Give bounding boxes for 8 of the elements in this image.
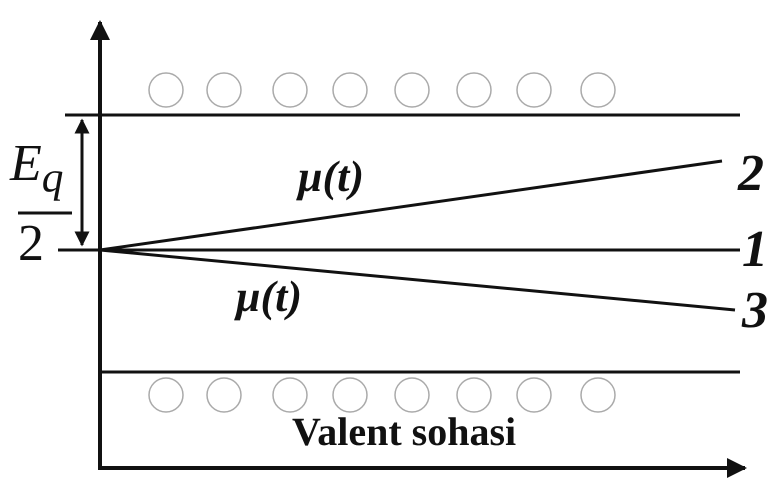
line-number: 3 [742, 285, 768, 337]
line-number: 2 [738, 148, 764, 200]
energy-gap-label: E$_{q}$ [10, 138, 64, 200]
axis-title: Valent sohasi [292, 412, 516, 452]
time-function-label: μ(t) [298, 155, 364, 199]
line-number: 1 [742, 224, 768, 276]
time-function-label: μ(t) [236, 275, 302, 319]
fraction-denominator: 2 [18, 218, 44, 270]
